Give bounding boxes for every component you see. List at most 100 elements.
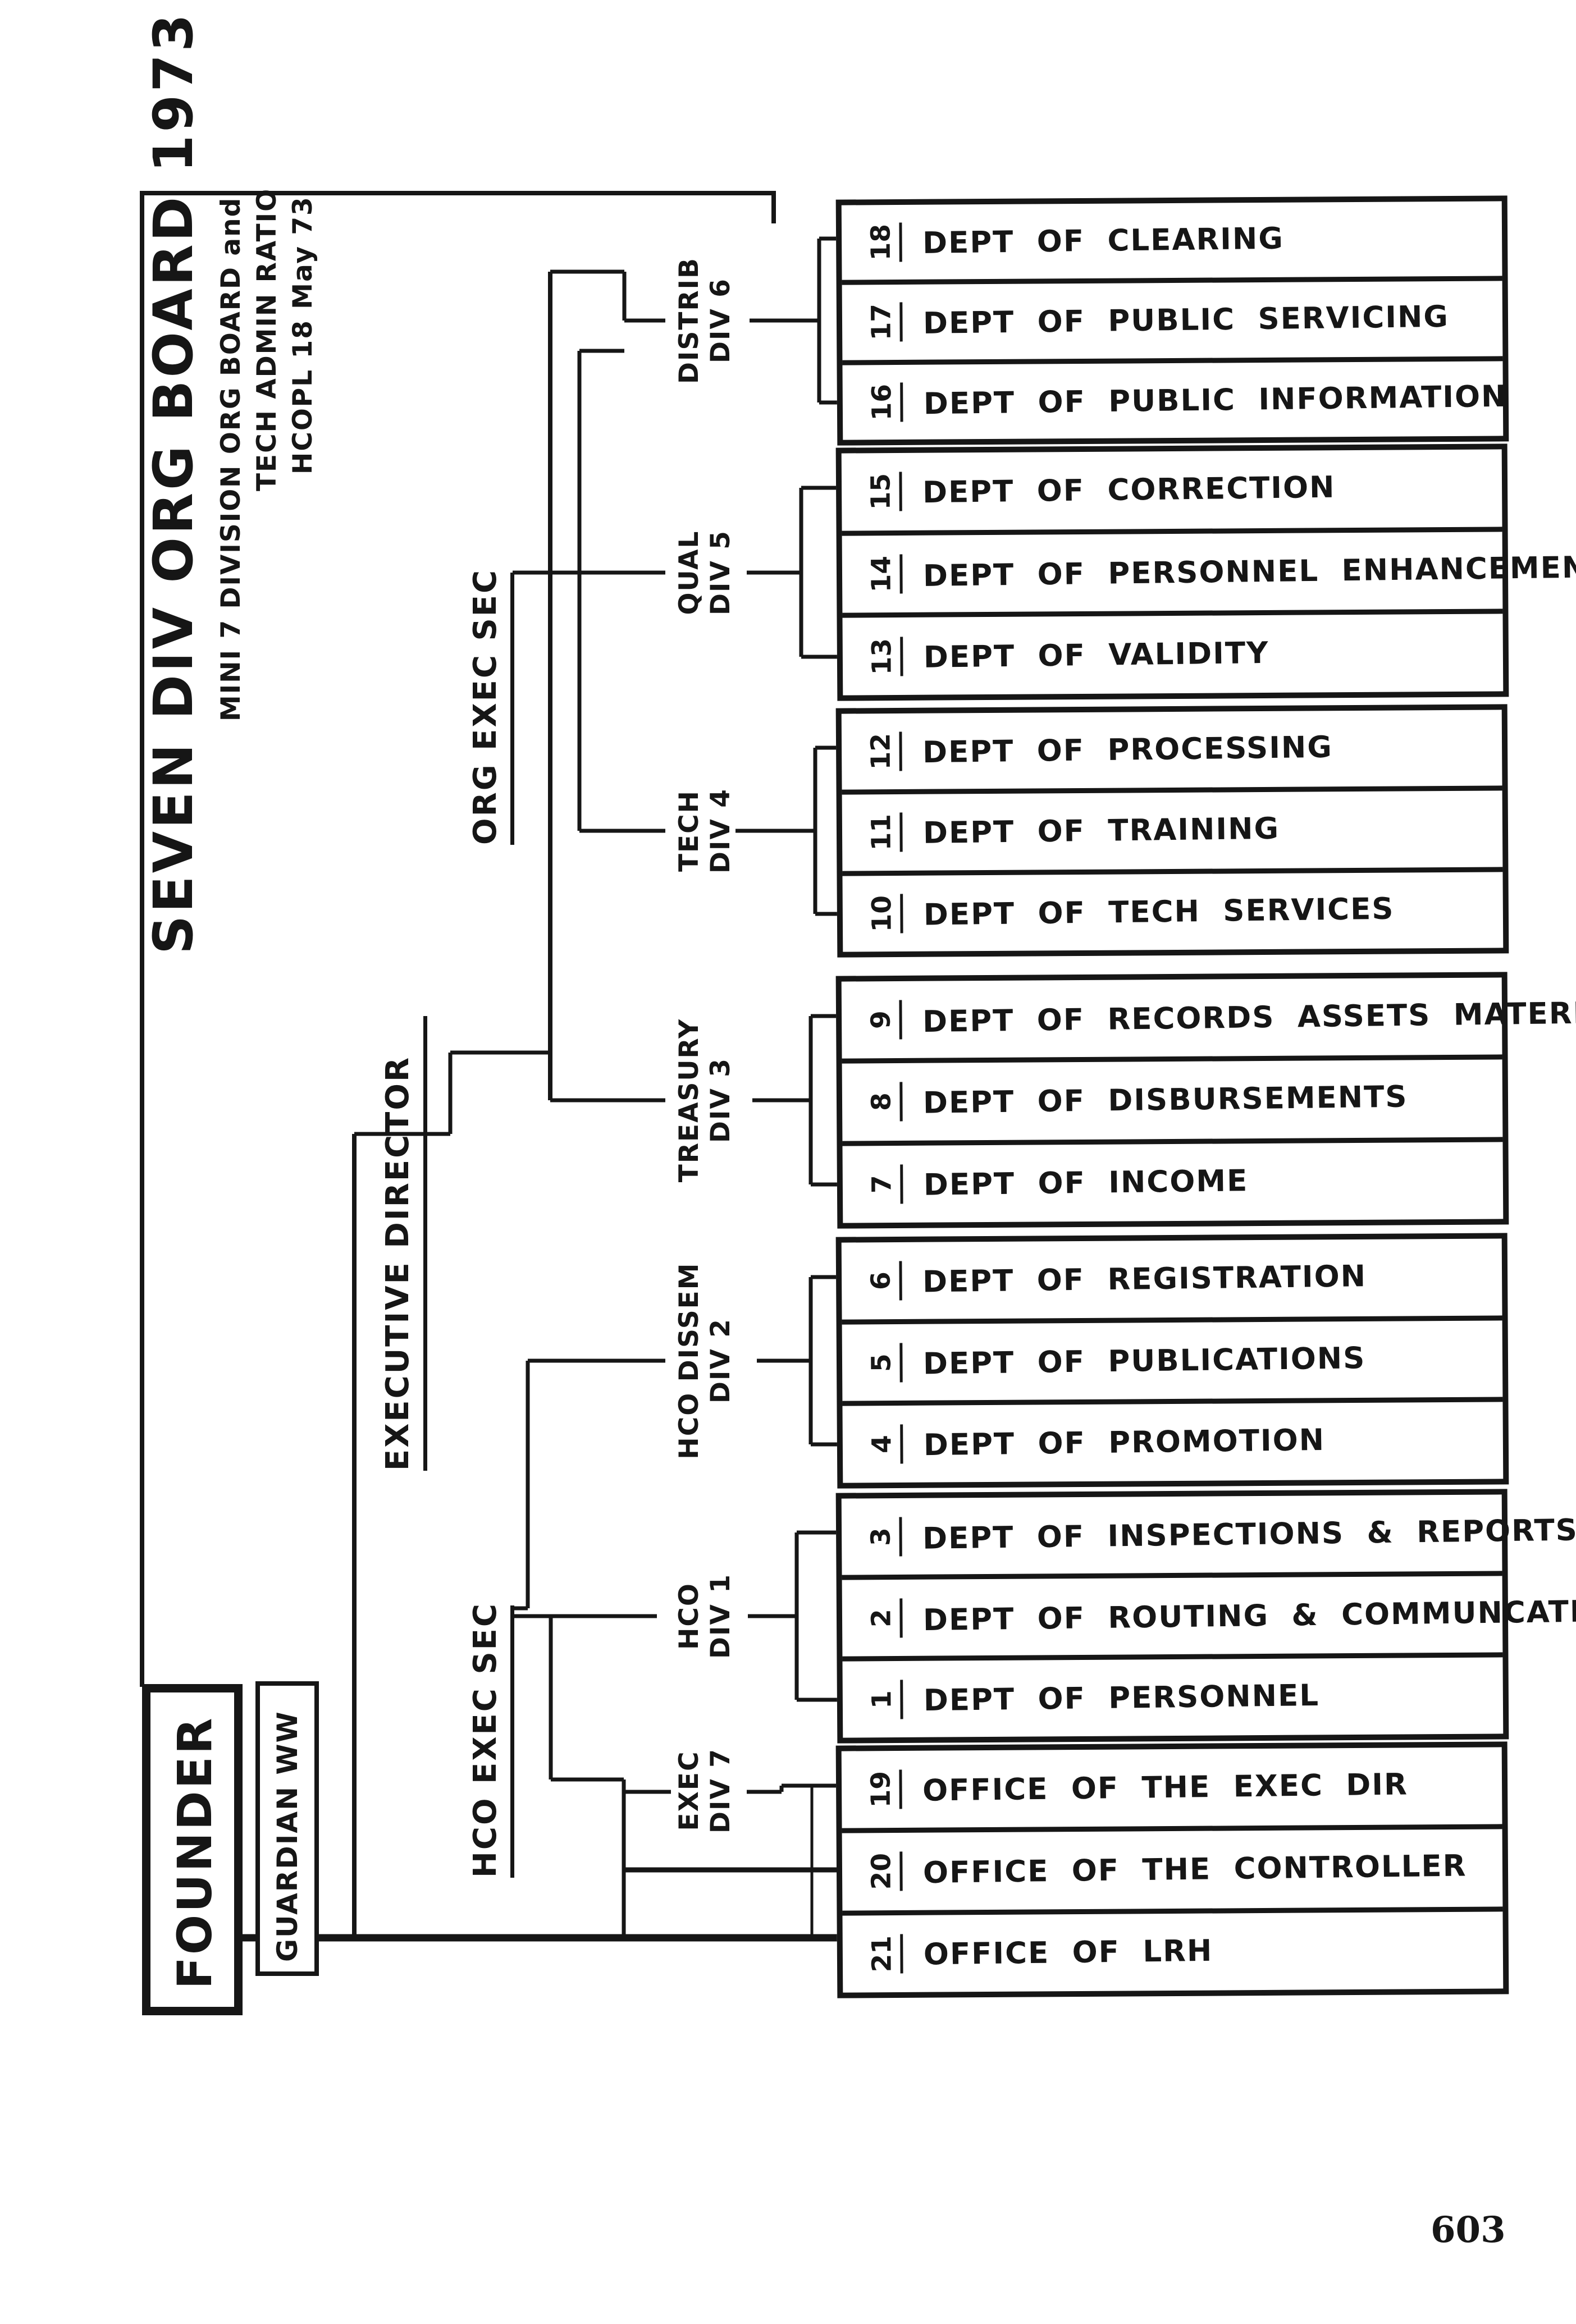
dept-number: 21 — [866, 1934, 903, 1974]
division-number: DIV 7 — [705, 1748, 736, 1833]
dept-number: 12 — [865, 731, 902, 771]
dept-row: 15 DEPT OF CORRECTION — [842, 449, 1502, 530]
dept-row: 4 DEPT OF PROMOTION — [842, 1397, 1504, 1483]
division-name: DISTRIB — [674, 257, 705, 384]
dept-number: 10 — [866, 894, 903, 934]
dept-row: 8 DEPT OF DISBURSEMENTS — [842, 1054, 1503, 1141]
dept-row: 5 DEPT OF PUBLICATIONS — [842, 1315, 1503, 1401]
dept-name: DEPT OF TECH SERVICES — [923, 891, 1395, 932]
dept-row: 6 DEPT OF REGISTRATION — [842, 1238, 1502, 1319]
division-name: EXEC — [674, 1750, 705, 1831]
guardian-ww-label: GUARDIAN WW — [271, 1710, 304, 1962]
division-label-tech-div-4: TECH DIV 4 — [674, 730, 737, 932]
dept-name: DEPT OF REGISTRATION — [922, 1259, 1367, 1300]
dept-name: DEPT OF ROUTING & COMMUNCATION — [922, 1594, 1576, 1637]
division-label-treasury-div-3: TREASURY DIV 3 — [674, 999, 737, 1201]
division-label-distrib-div-6: DISTRIB DIV 6 — [674, 219, 737, 422]
division-number: DIV 3 — [705, 1058, 736, 1143]
dept-row: 10 DEPT OF TECH SERVICES — [842, 867, 1504, 952]
dept-row: 20 OFFICE OF THE CONTROLLER — [842, 1824, 1503, 1911]
dept-name: DEPT OF PROMOTION — [923, 1423, 1326, 1463]
dept-number: 11 — [866, 812, 903, 853]
division-group-treasury-div-3: 9 DEPT OF RECORDS ASSETS MATERIEL 8 DEPT… — [835, 972, 1576, 1229]
division-number: DIV 1 — [705, 1573, 736, 1659]
dept-number: 4 — [866, 1424, 903, 1465]
guardian-ww-box — [255, 1681, 319, 1976]
division-label-hco-dissem-div-2: HCO DISSEM DIV 2 — [674, 1260, 737, 1462]
dept-number: 6 — [865, 1261, 902, 1301]
division-name: QUAL — [674, 530, 705, 615]
dept-name: DEPT OF RECORDS ASSETS MATERIEL — [922, 995, 1576, 1040]
dept-row: 11 DEPT OF TRAINING — [842, 785, 1503, 871]
founder-label: FOUNDER — [167, 1715, 222, 1989]
dept-number: 16 — [866, 382, 903, 422]
chart-subtitle-line-1: MINI 7 DIVISION ORG BOARD and — [216, 196, 246, 721]
founder-box — [142, 1684, 243, 2015]
chart-title: SEVEN DIV ORG BOARD 1973 — [142, 11, 205, 954]
division-number: DIV 4 — [705, 788, 736, 873]
dept-row: 18 DEPT OF CLEARING — [842, 201, 1502, 280]
dept-name: DEPT OF INCOME — [923, 1163, 1249, 1202]
division-name: TECH — [674, 790, 705, 872]
dept-number: 7 — [866, 1164, 903, 1204]
dept-row: 1 DEPT OF PERSONNEL — [842, 1652, 1504, 1738]
dept-row: 14 DEPT OF PERSONNEL ENHANCEMENT — [842, 527, 1576, 613]
division-number: DIV 5 — [705, 530, 736, 615]
dept-row: 16 DEPT OF PUBLIC INFORMATION — [842, 356, 1508, 440]
dept-name: DEPT OF PUBLIC SERVICING — [922, 300, 1450, 341]
dept-number: 2 — [866, 1598, 903, 1638]
dept-row: 12 DEPT OF PROCESSING — [842, 710, 1502, 790]
dept-number: 17 — [866, 302, 903, 342]
dept-name: DEPT OF PUBLIC INFORMATION — [923, 379, 1508, 422]
division-name: TREASURY — [674, 1018, 705, 1183]
dept-row: 9 DEPT OF RECORDS ASSETS MATERIEL — [842, 977, 1576, 1059]
dept-name: OFFICE OF THE CONTROLLER — [922, 1849, 1467, 1891]
executive-director-label: EXECUTIVE DIRECTOR — [380, 1016, 427, 1471]
dept-name: DEPT OF PERSONNEL ENHANCEMENT — [922, 550, 1576, 593]
division-name: HCO — [674, 1582, 705, 1650]
dept-name: DEPT OF PROCESSING — [922, 730, 1333, 770]
division-number: DIV 6 — [705, 278, 736, 363]
chart-subtitle-line-3: HCOPL 18 May 73 — [287, 196, 318, 474]
division-group-hco-div-1: 3 DEPT OF INSPECTIONS & REPORTS 2 DEPT O… — [835, 1489, 1576, 1744]
dept-row: 21 OFFICE OF LRH — [842, 1906, 1504, 1993]
dept-name: DEPT OF CORRECTION — [922, 470, 1336, 510]
dept-number: 13 — [866, 637, 903, 676]
dept-row: 7 DEPT OF INCOME — [842, 1137, 1504, 1223]
dept-number: 9 — [865, 1000, 902, 1040]
hco-exec-sec-label: HCO EXEC SEC — [467, 1602, 514, 1878]
dept-number: 1 — [866, 1679, 903, 1719]
dept-name: DEPT OF PUBLICATIONS — [922, 1341, 1366, 1381]
division-label-qual-div-5: QUAL DIV 5 — [674, 472, 737, 674]
dept-name: DEPT OF TRAINING — [922, 812, 1280, 851]
division-group-exec-div-7: 19 OFFICE OF THE EXEC DIR 20 OFFICE OF T… — [835, 1741, 1509, 1998]
dept-name: OFFICE OF LRH — [923, 1933, 1213, 1972]
division-label-hco-div-1: HCO DIV 1 — [674, 1515, 737, 1717]
dept-number: 20 — [866, 1851, 903, 1892]
dept-number: 19 — [865, 1769, 902, 1809]
dept-row: 3 DEPT OF INSPECTIONS & REPORTS — [842, 1494, 1576, 1575]
chart-subtitle-line-2: TECH ADMIN RATIO — [252, 187, 282, 491]
dept-name: DEPT OF PERSONNEL — [923, 1678, 1320, 1718]
division-label-exec-div-7: EXEC DIV 7 — [674, 1690, 737, 1892]
division-group-qual-div-5: 15 DEPT OF CORRECTION 14 DEPT OF PERSONN… — [835, 443, 1576, 701]
dept-name: DEPT OF INSPECTIONS & REPORTS — [922, 1513, 1576, 1556]
org-exec-sec-label: ORG EXEC SEC — [467, 569, 514, 845]
dept-name: DEPT OF DISBURSEMENTS — [922, 1079, 1408, 1121]
division-name: HCO DISSEM — [674, 1262, 705, 1460]
dept-name: DEPT OF VALIDITY — [923, 635, 1269, 675]
dept-number: 15 — [865, 472, 902, 512]
dept-name: DEPT OF CLEARING — [922, 221, 1285, 261]
dept-row: 2 DEPT OF ROUTING & COMMUNCATION — [842, 1571, 1576, 1657]
dept-number: 14 — [866, 554, 903, 594]
dept-number: 18 — [865, 222, 902, 262]
division-group-tech-div-4: 12 DEPT OF PROCESSING 11 DEPT OF TRAININ… — [835, 704, 1509, 958]
dept-row: 17 DEPT OF PUBLIC SERVICING — [842, 276, 1503, 360]
division-group-distrib-div-6: 18 DEPT OF CLEARING 17 DEPT OF PUBLIC SE… — [835, 195, 1509, 446]
dept-number: 5 — [866, 1342, 903, 1383]
dept-number: 8 — [866, 1082, 903, 1122]
dept-row: 19 OFFICE OF THE EXEC DIR — [842, 1747, 1502, 1828]
dept-row: 13 DEPT OF VALIDITY — [842, 609, 1504, 696]
